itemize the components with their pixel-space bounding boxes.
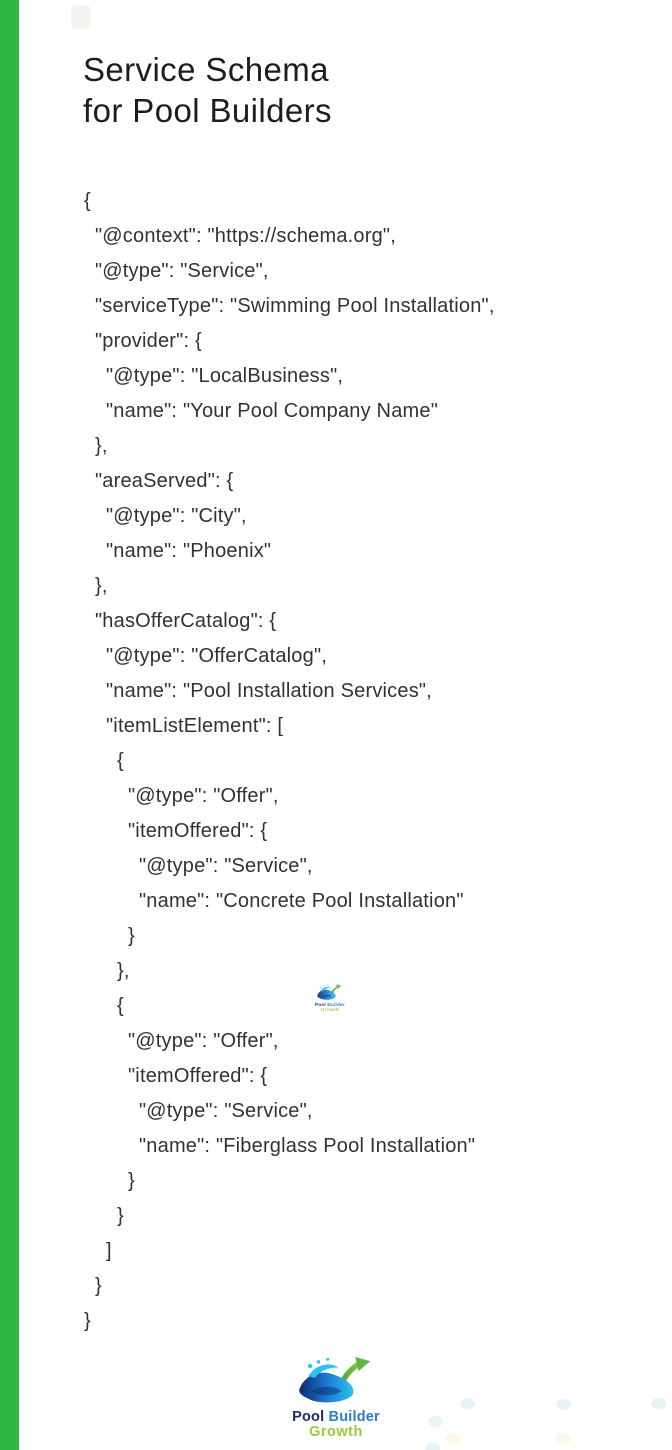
code-line: "name": "Concrete Pool Installation" [139, 890, 464, 912]
code-line: } [84, 1310, 91, 1332]
code-line: } [117, 1205, 124, 1227]
logo-text-line1: Pool Builder [306, 1002, 354, 1007]
watermark-logo: Pool Builder Growth [306, 984, 354, 1013]
code-line: { [117, 750, 124, 772]
code-line: "areaServed": { [95, 470, 234, 492]
code-line: "itemListElement": [ [106, 715, 284, 737]
logo-word-pool: Pool [292, 1409, 325, 1425]
watermark-dot [556, 1399, 571, 1410]
watermark-dot [651, 1398, 666, 1409]
code-line: "name": "Your Pool Company Name" [106, 400, 438, 422]
code-line: } [95, 1275, 102, 1297]
code-line: "@type": "OfferCatalog", [106, 645, 328, 667]
code-line: { [84, 190, 91, 212]
logo-word-builder: Builder [327, 1002, 345, 1008]
code-line: "@type": "City", [106, 505, 247, 527]
pool-builder-growth-logo-icon [299, 1356, 371, 1403]
code-line: "@type": "LocalBusiness", [106, 365, 344, 387]
page-title-line2: for Pool Builders [83, 92, 332, 129]
code-line: "@type": "Offer", [128, 785, 279, 807]
code-line: }, [95, 575, 108, 597]
code-line: "@type": "Service", [139, 855, 313, 877]
pool-builder-growth-logo-icon [317, 984, 342, 1000]
watermark-dot [425, 1443, 440, 1450]
faint-corner-watermark [71, 5, 91, 29]
logo-word-growth: Growth [320, 1007, 339, 1013]
code-line: ] [106, 1240, 112, 1262]
watermark-dot [460, 1398, 475, 1409]
code-line: "name": "Fiberglass Pool Installation" [139, 1135, 476, 1157]
page-title-line1: Service Schema [83, 51, 329, 88]
code-line: "name": "Phoenix" [106, 540, 272, 562]
footer-logo: Pool Builder Growth [266, 1356, 406, 1440]
code-line: } [128, 925, 135, 947]
code-line: "@context": "https://schema.org", [95, 225, 396, 247]
watermark-dot [428, 1416, 443, 1427]
code-line: }, [95, 435, 108, 457]
logo-word-pool: Pool [314, 1002, 326, 1008]
code-line: { [117, 995, 124, 1017]
code-line: "provider": { [95, 330, 202, 352]
code-line: "@type": "Service", [139, 1100, 313, 1122]
code-line: "itemOffered": { [128, 1065, 268, 1087]
code-line: "@type": "Service", [95, 260, 269, 282]
code-block: {"@context": "https://schema.org","@type… [84, 184, 495, 1339]
code-line: "itemOffered": { [128, 820, 268, 842]
logo-text-line1: Pool Builder [266, 1409, 406, 1425]
watermark-dot [445, 1433, 460, 1444]
page-title: Service Schema for Pool Builders [83, 49, 332, 131]
logo-word-growth: Growth [309, 1424, 363, 1440]
code-line: }, [117, 960, 130, 982]
code-line: "name": "Pool Installation Services", [106, 680, 432, 702]
code-line: "hasOfferCatalog": { [95, 610, 277, 632]
code-line: "serviceType": "Swimming Pool Installati… [95, 295, 495, 317]
watermark-dot [556, 1433, 571, 1444]
code-line: "@type": "Offer", [128, 1030, 279, 1052]
code-line: } [128, 1170, 135, 1192]
logo-word-builder: Builder [328, 1409, 380, 1425]
left-accent-bar [0, 0, 19, 1450]
